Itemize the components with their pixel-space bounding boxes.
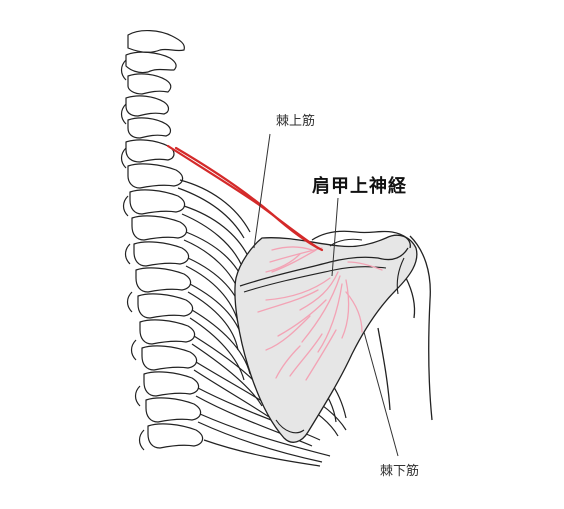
supraspinatus-leader xyxy=(253,133,271,249)
supraspinatus-label: 棘上筋 xyxy=(276,114,316,129)
infraspinatus-label: 棘下筋 xyxy=(380,464,420,479)
nerve-branches xyxy=(257,246,383,381)
ribs xyxy=(177,179,347,467)
spine xyxy=(120,30,204,451)
suprascapular-nerve-label: 肩甲上神経 xyxy=(312,176,407,197)
suprascapular-nerve-path xyxy=(166,144,324,252)
leader-lines xyxy=(253,133,399,457)
nerve-leader xyxy=(331,197,339,277)
scapular-spine xyxy=(239,247,409,287)
humerus xyxy=(377,235,433,421)
infraspinatus-leader xyxy=(363,331,399,457)
